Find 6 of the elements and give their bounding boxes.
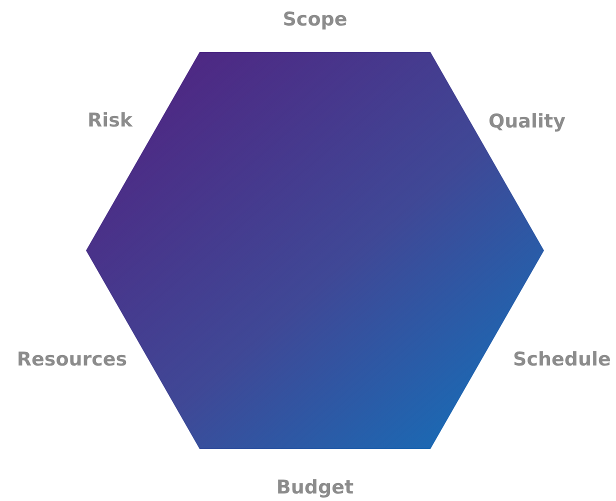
- side-label: Quality: [488, 112, 566, 132]
- side-label: Risk: [87, 112, 133, 130]
- side-label: Scope: [282, 10, 348, 30]
- side-label: Budget: [276, 478, 354, 498]
- side-label: Resources: [16, 350, 128, 370]
- side-label: Schedule: [513, 350, 611, 370]
